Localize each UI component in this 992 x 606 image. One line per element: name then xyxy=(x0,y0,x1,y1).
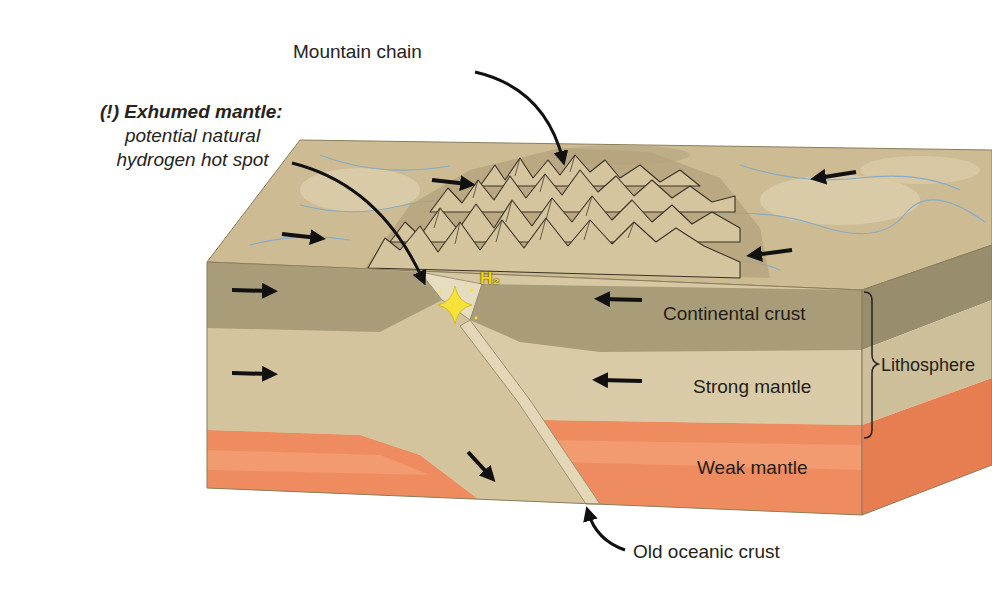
river xyxy=(740,165,960,190)
leader-arrow xyxy=(475,72,563,160)
hatch xyxy=(434,155,634,244)
sparkle xyxy=(439,291,442,294)
right-outline xyxy=(862,245,992,515)
motion-arrow xyxy=(754,250,792,255)
motion-arrow xyxy=(818,172,856,178)
continental-crust xyxy=(470,284,862,352)
layer-label: Strong mantle xyxy=(693,375,853,399)
mountain-chain xyxy=(368,155,740,278)
river xyxy=(320,155,450,170)
motion-arrows xyxy=(232,172,856,476)
motion-arrow xyxy=(468,452,490,476)
leader-arrow xyxy=(292,163,423,280)
river xyxy=(250,237,350,245)
layer-label: Weak mantle xyxy=(697,456,857,480)
mountain-base xyxy=(365,148,770,278)
hydrogen-star xyxy=(438,283,477,324)
callout-label: Old oceanic crust xyxy=(633,540,823,564)
motion-arrow xyxy=(432,180,468,184)
motion-arrow xyxy=(232,290,270,291)
weak-mantle-shade xyxy=(207,450,430,475)
motion-arrow xyxy=(282,234,318,238)
callout-note: potential natural hydrogen hot spot xyxy=(100,124,285,172)
surface-patch xyxy=(860,156,980,184)
sparkle xyxy=(475,317,478,320)
leader-arrow xyxy=(588,512,625,550)
right-weak-mantle xyxy=(862,378,992,515)
callout-label: Mountain chain xyxy=(293,40,463,64)
front-face xyxy=(207,262,862,515)
bracket-label: Lithosphere xyxy=(881,354,989,377)
callout-heading: (!) Exhumed mantle: xyxy=(100,100,315,124)
layer-label: Continental crust xyxy=(663,302,853,326)
element-symbol: H₂ xyxy=(480,268,520,289)
motion-arrow xyxy=(602,299,642,300)
sparkle xyxy=(465,283,467,285)
front-outline xyxy=(207,262,862,515)
leader-arrows xyxy=(292,72,625,550)
mountain-row xyxy=(368,218,740,278)
continental-crust xyxy=(207,262,442,332)
sparkle xyxy=(470,288,474,292)
oceanic-crust xyxy=(460,320,600,504)
star xyxy=(438,286,472,324)
motion-arrow xyxy=(232,373,270,374)
motion-arrow xyxy=(600,380,642,381)
lithosphere-bracket xyxy=(864,292,878,438)
mountain-hatching xyxy=(434,155,634,244)
